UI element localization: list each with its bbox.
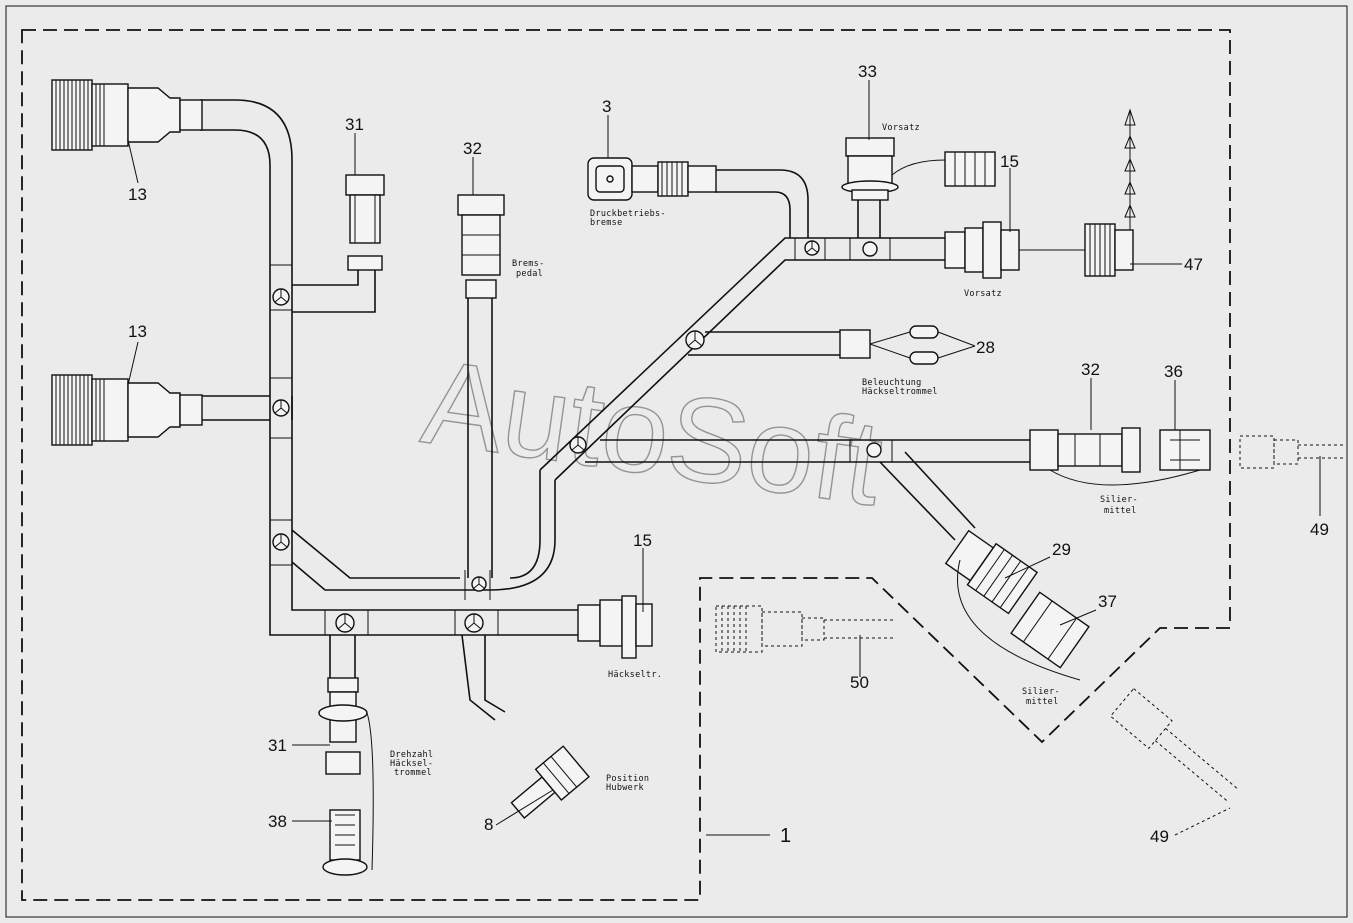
callout-50: 50 bbox=[850, 673, 869, 692]
connector-32-bremspedal bbox=[457, 194, 505, 299]
connector-13-top bbox=[51, 79, 203, 151]
connector-28 bbox=[839, 325, 939, 365]
label-vorsatz-mid: Vorsatz bbox=[964, 289, 1002, 299]
callout-15-top: 15 bbox=[1000, 152, 1019, 171]
connector-29-loop bbox=[957, 559, 1081, 681]
callout-13-mid: 13 bbox=[128, 322, 147, 341]
label-siliermittel-a-2: mittel bbox=[1104, 506, 1137, 516]
connector-8 bbox=[510, 745, 590, 819]
label-haeckseltr: Häckseltr. bbox=[608, 670, 662, 680]
junction-markers bbox=[272, 240, 882, 633]
connector-15-lower bbox=[577, 595, 653, 659]
label-druckbetriebsbremse-1: Druckbetriebs- bbox=[590, 209, 666, 219]
callout-15-lower: 15 bbox=[633, 531, 652, 550]
callout-31-lower: 31 bbox=[268, 736, 287, 755]
connector-labels: Vorsatz Vorsatz Druckbetriebs- bremse Br… bbox=[390, 123, 1138, 793]
label-druckbetriebsbremse-2: bremse bbox=[590, 218, 623, 228]
label-bremspedal-1: Brems- bbox=[512, 259, 545, 269]
frame-border bbox=[5, 5, 1348, 918]
label-position-1: Position bbox=[606, 774, 649, 784]
callout-3: 3 bbox=[602, 97, 611, 116]
connector-36 bbox=[1159, 429, 1211, 471]
connector-13-mid bbox=[51, 374, 203, 446]
callout-49-lower: 49 bbox=[1150, 827, 1169, 846]
callout-37: 37 bbox=[1098, 592, 1117, 611]
connector-49-lower bbox=[1109, 687, 1239, 803]
connector-31-top bbox=[345, 174, 385, 271]
callout-8: 8 bbox=[484, 815, 493, 834]
connector-15-top bbox=[944, 221, 1085, 279]
label-bremspedal-2: pedal bbox=[516, 269, 543, 279]
callout-49-right: 49 bbox=[1310, 520, 1329, 539]
callout-33: 33 bbox=[858, 62, 877, 81]
label-position-2: Hubwerk bbox=[606, 783, 644, 793]
callout-31-top: 31 bbox=[345, 115, 364, 134]
callout-32-right: 32 bbox=[1081, 360, 1100, 379]
callout-38: 38 bbox=[268, 812, 287, 831]
callout-numbers: 13 13 31 32 3 33 15 47 28 32 36 49 29 37… bbox=[128, 62, 1329, 847]
callout-32-bremspedal: 32 bbox=[463, 139, 482, 158]
connector-32-right bbox=[1029, 427, 1201, 486]
label-drehzahl-1: Drehzahl bbox=[390, 750, 433, 760]
label-vorsatz-top: Vorsatz bbox=[882, 123, 920, 133]
callout-28: 28 bbox=[976, 338, 995, 357]
label-drehzahl-2: Häcksel- bbox=[390, 759, 433, 769]
callout-29: 29 bbox=[1052, 540, 1071, 559]
label-siliermittel-b-2: mittel bbox=[1026, 697, 1059, 707]
label-siliermittel-a-1: Silier- bbox=[1100, 495, 1138, 505]
connector-50 bbox=[715, 605, 895, 653]
label-beleuchtung-1: Beleuchtung bbox=[862, 378, 922, 388]
connector-33 bbox=[841, 137, 996, 201]
label-beleuchtung-2: Häckseltrommel bbox=[862, 387, 938, 397]
connector-3 bbox=[587, 157, 717, 201]
connector-31-lower bbox=[318, 677, 374, 871]
connector-49-right bbox=[1239, 435, 1345, 469]
connector-29 bbox=[944, 529, 1039, 615]
assembly-boundary bbox=[21, 29, 1231, 901]
connector-37 bbox=[1010, 591, 1090, 669]
label-drehzahl-3: trommel bbox=[394, 768, 432, 778]
callout-47: 47 bbox=[1184, 255, 1203, 274]
label-siliermittel-b-1: Silier- bbox=[1022, 687, 1060, 697]
connector-38 bbox=[322, 809, 368, 876]
callout-1: 1 bbox=[780, 825, 791, 847]
leader-lines bbox=[127, 80, 1321, 836]
callout-36: 36 bbox=[1164, 362, 1183, 381]
callout-13-top: 13 bbox=[128, 185, 147, 204]
connector-47 bbox=[1084, 108, 1136, 277]
harness-main-trunk bbox=[200, 99, 1030, 721]
